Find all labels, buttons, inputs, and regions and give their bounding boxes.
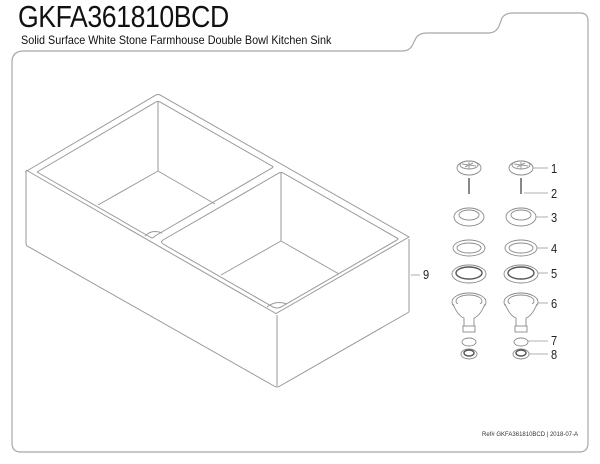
sink-body <box>24 94 411 388</box>
callout-3: 3 <box>551 210 558 225</box>
callout-4: 4 <box>551 241 558 256</box>
product-description: Solid Surface White Stone Farmhouse Doub… <box>21 33 332 47</box>
drain-assembly-right <box>503 160 539 360</box>
model-number-title: GKFA361810BCD <box>18 0 229 34</box>
drain-assembly-left <box>451 160 487 360</box>
callout-7: 7 <box>551 333 558 348</box>
callout-5: 5 <box>551 266 558 281</box>
callout-8: 8 <box>551 347 558 362</box>
reference-footer: Ref# GKFA361810BCD | 2018-07-A <box>482 432 578 438</box>
drawing-frame <box>11 12 589 453</box>
callout-9: 9 <box>423 267 430 282</box>
callout-2: 2 <box>551 186 558 201</box>
callout-6: 6 <box>551 296 558 311</box>
leader-lines <box>524 167 548 355</box>
callout-1: 1 <box>551 161 558 176</box>
